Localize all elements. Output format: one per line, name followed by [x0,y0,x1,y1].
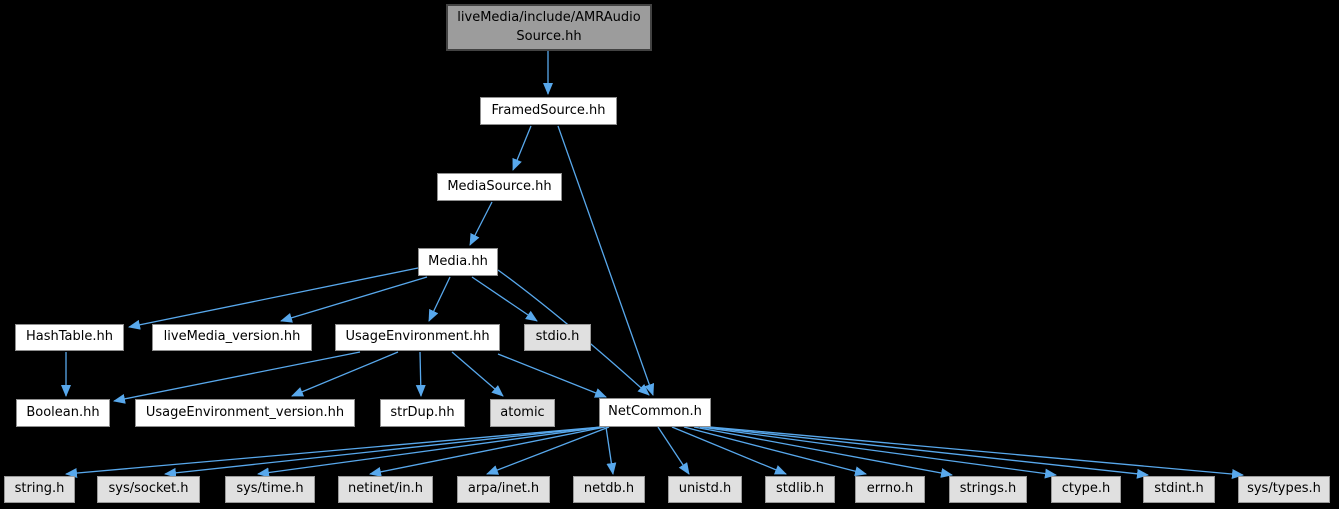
edge-usage-environment-to-str-dup [415,351,426,397]
edge-media-source-to-media [469,201,493,246]
node-stdlib: stdlib.h [765,476,835,503]
node-label: atomic [500,404,545,420]
node-media[interactable]: Media.hh [418,248,498,276]
edge-media-to-usage-environment [428,276,451,322]
edge-net-common-to-arpa-inet [486,426,610,475]
node-media-source[interactable]: MediaSource.hh [437,173,562,201]
edge-usage-environment-to-usage-environment-version [291,351,399,397]
node-netinet-in: netinet/in.h [338,476,433,503]
edge-net-common-to-sys-time [257,426,604,478]
node-livemedia-version[interactable]: liveMedia_version.hh [152,324,312,351]
node-strings: strings.h [949,476,1027,503]
edge-net-common-to-netinet-in [369,426,606,477]
node-net-common[interactable]: NetCommon.h [599,398,711,427]
node-label: stdio.h [535,329,580,345]
node-netdb: netdb.h [573,476,645,503]
node-label: errno.h [866,481,914,497]
node-label: unistd.h [678,481,732,497]
node-label: sys/time.h [236,481,304,497]
edge-media-to-hash-table [128,267,419,330]
node-boolean[interactable]: Boolean.hh [16,399,110,427]
node-usage-environment-version[interactable]: UsageEnvironment_version.hh [135,399,355,427]
node-stdint: stdint.h [1143,476,1215,503]
node-hash-table[interactable]: HashTable.hh [15,324,124,351]
node-label: sys/socket.h [108,481,189,497]
edge-framed-source-to-net-common [557,125,655,396]
node-framed-source[interactable]: FramedSource.hh [480,97,617,125]
node-label: netinet/in.h [348,481,423,497]
node-sys-socket: sys/socket.h [97,476,200,503]
edge-framed-source-to-media-source [512,125,532,171]
node-atomic: atomic [490,399,555,427]
edge-net-common-to-sys-types [709,426,1244,479]
node-label: stdint.h [1154,481,1204,497]
node-sys-time: sys/time.h [225,476,315,503]
node-label: ctype.h [1061,481,1111,497]
edge-net-common-to-strings [693,426,953,478]
edge-usage-environment-to-atomic [451,351,504,397]
edge-usage-environment-to-boolean [113,351,361,404]
node-label: UsageEnvironment.hh [345,329,490,345]
node-label: liveMedia/include/AMRAudio [457,9,641,25]
node-label: arpa/inet.h [467,481,540,497]
edge-net-common-to-string [65,426,602,479]
edge-net-common-to-netdb [605,426,617,475]
node-ctype: ctype.h [1051,476,1121,503]
node-sys-types: sys/types.h [1238,476,1330,503]
node-errno: errno.h [855,476,925,503]
node-label: strings.h [959,481,1017,497]
node-label: liveMedia_version.hh [163,329,301,345]
node-label: UsageEnvironment_version.hh [145,404,345,420]
node-label: Boolean.hh [26,404,100,420]
edge-net-common-to-stdlib [671,426,787,475]
node-arpa-inet: arpa/inet.h [457,476,550,503]
node-label: HashTable.hh [26,329,113,345]
node-label: sys/types.h [1247,481,1321,497]
node-label: Source.hh [516,28,582,44]
node-stdio: stdio.h [524,324,591,351]
node-label: netdb.h [583,481,635,497]
node-label: strDup.hh [390,404,455,420]
node-label: Media.hh [428,253,488,269]
edge-net-common-to-sys-socket [164,426,602,478]
node-label: string.h [14,481,65,497]
edge-net-common-to-stdint [704,426,1149,479]
node-string: string.h [4,476,75,503]
node-unistd: unistd.h [668,476,742,503]
node-label: FramedSource.hh [491,102,606,118]
edge-net-common-to-errno [683,426,867,477]
node-label: NetCommon.h [608,404,702,420]
node-usage-environment[interactable]: UsageEnvironment.hh [335,324,500,351]
edge-usage-environment-to-net-common [497,353,607,398]
edge-media-to-stdio [471,276,538,322]
edge-net-common-to-unistd [657,426,690,475]
node-label: stdlib.h [776,481,824,497]
node-str-dup[interactable]: strDup.hh [380,399,465,427]
edge-media-to-livemedia-version [280,276,428,323]
edge-media-to-net-common [497,269,650,396]
node-label: MediaSource.hh [447,178,552,194]
edge-net-common-to-ctype [699,426,1057,479]
